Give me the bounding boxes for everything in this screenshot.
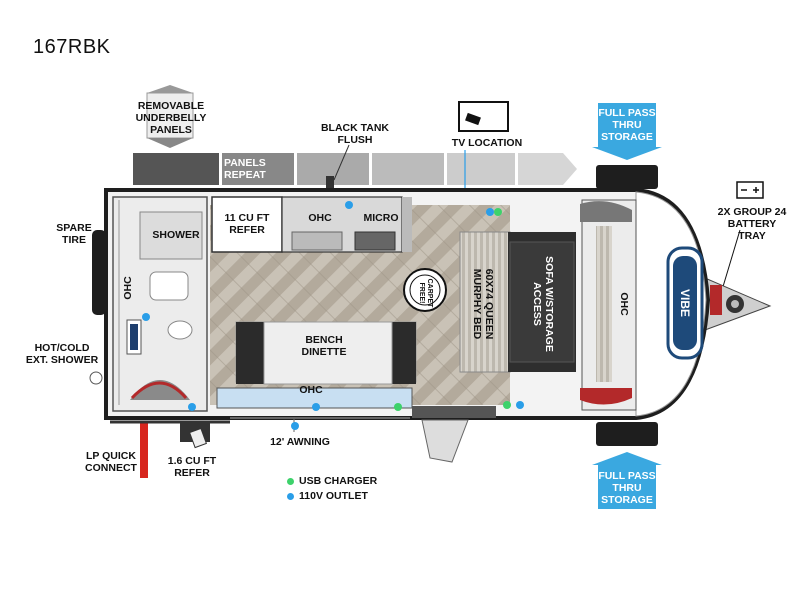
legend-usb-swatch: [287, 477, 294, 485]
label-sofa: SOFA W/STORAGE ACCESS: [531, 256, 555, 352]
hitch-tongue: [704, 277, 772, 331]
panels-repeat-strip: [133, 153, 577, 185]
label-shower: SHOWER: [152, 229, 200, 241]
label-spare-tire: SPARE TIRE: [56, 222, 92, 246]
legend-usb-charger: USB CHARGER: [287, 475, 377, 487]
bench-left: [236, 322, 264, 384]
spare-tire: [92, 230, 106, 315]
label-removable-panels: REMOVABLE UNDERBELLY PANELS: [135, 100, 207, 136]
brand-logo: [666, 246, 704, 360]
entry-door: [412, 406, 496, 418]
label-full-pass-bottom: FULL PASS THRU STORAGE: [598, 470, 656, 506]
ext-shower-port: [89, 371, 103, 385]
label-ohc-dinette: OHC: [299, 384, 323, 396]
lp-quick-connect: [140, 422, 148, 478]
front-tire-top: [596, 165, 658, 189]
tv-icon: [458, 101, 509, 132]
refrigerator: [211, 196, 283, 253]
label-refer-small: 1.6 CU FT REFER: [167, 455, 217, 479]
label-tv-location: TV LOCATION: [451, 137, 523, 149]
label-ohc-kitchen: OHC: [308, 212, 332, 224]
label-ohc-bath: OHC: [122, 276, 134, 300]
full-pass-storage-top-arrow: [592, 103, 662, 160]
label-carpet-free: CARPET FREE!: [418, 278, 433, 308]
label-micro: MICRO: [363, 212, 399, 224]
legend-outlet-label: 110V OUTLET: [299, 490, 368, 502]
legend-110v-outlet: 110V OUTLET: [287, 490, 368, 502]
legend-outlet-swatch: [287, 492, 294, 500]
bath-towels: [130, 380, 190, 400]
legend-usb-label: USB CHARGER: [299, 475, 378, 487]
model-number: 167RBK: [33, 36, 111, 58]
carpet-free-badge: [403, 268, 447, 312]
label-full-pass-top: FULL PASS THRU STORAGE: [598, 107, 656, 143]
label-black-tank-flush: BLACK TANK FLUSH: [320, 122, 390, 146]
full-pass-storage-bottom-arrow: [592, 452, 662, 509]
label-murphy-bed: 60X74 QUEEN MURPHY BED: [471, 268, 495, 340]
bench-right: [392, 322, 416, 384]
murphy-bed: [459, 231, 511, 373]
label-awning: 12' AWNING: [270, 436, 330, 448]
front-tire-bottom: [596, 422, 658, 446]
label-panels-repeat: PANELS REPEAT: [224, 157, 266, 181]
black-tank-flush-port: [326, 176, 334, 188]
underbelly-panels-icon: [146, 85, 194, 148]
label-refer-11: 11 CU FT REFER: [224, 212, 270, 236]
label-ohc-front: OHC: [618, 292, 630, 316]
battery-icon: [736, 181, 764, 199]
label-bench-dinette: BENCH DINETTE: [301, 334, 347, 358]
label-hot-cold-shower: HOT/COLD EXT. SHOWER: [25, 342, 99, 366]
label-battery-tray: 2X GROUP 24 BATTERY TRAY: [717, 206, 787, 242]
label-lp-quick-connect: LP QUICK CONNECT: [85, 450, 137, 474]
outlet-markers: [142, 201, 524, 430]
entry-steps: [421, 419, 469, 463]
label-brand: VIBE: [678, 288, 692, 317]
